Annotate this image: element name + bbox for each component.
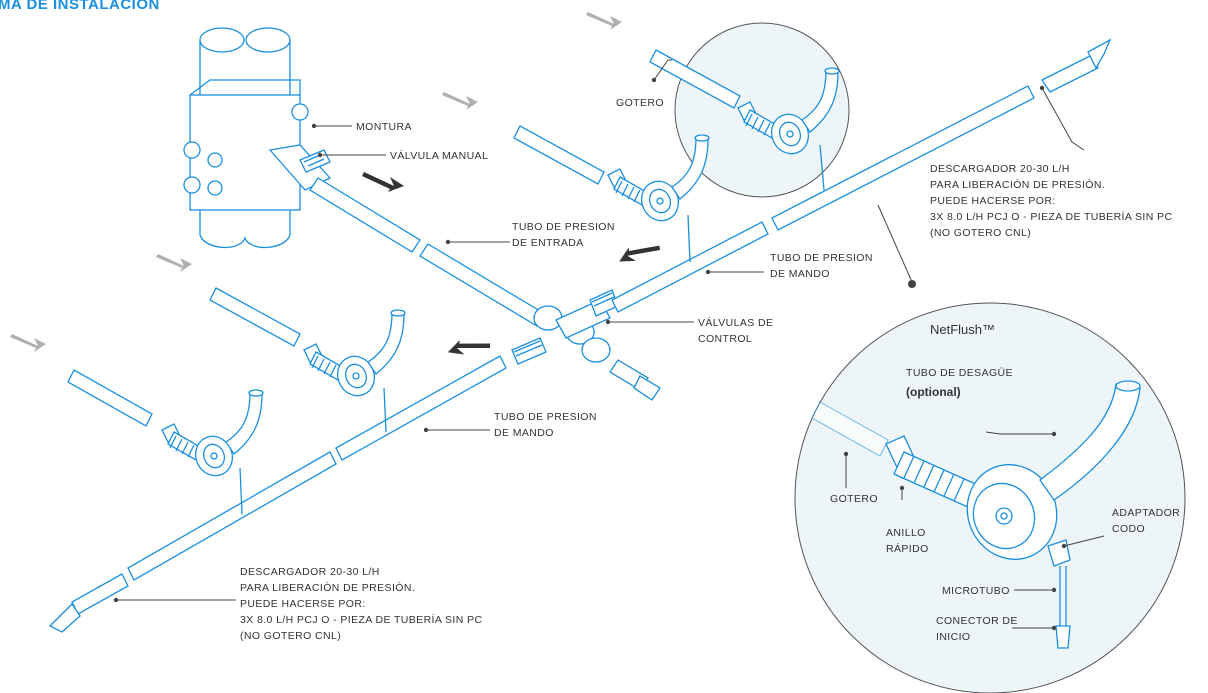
inset-label-anillo-2: RÁPIDO	[886, 542, 929, 555]
zoom-circle	[674, 22, 850, 198]
label-valvula-manual: VÁLVULA MANUAL	[390, 149, 488, 162]
label-montura: MONTURA	[356, 121, 412, 133]
inset-label-tubo-desague: TUBO DE DESAGÜE	[906, 367, 1013, 379]
inset-connector-line	[877, 204, 913, 283]
label-tubo-entrada-1: TUBO DE PRESION	[512, 221, 615, 233]
inset-label-anillo-1: ANILLO	[886, 527, 926, 539]
label-descargador-left: DESCARGADOR 20-30 L/H PARA LIBERACIÓN DE…	[240, 566, 482, 642]
flow-arrow-gray-4	[10, 334, 46, 352]
label-valvulas-control-1: VÁLVULAS DE	[698, 316, 773, 329]
flow-arrow-gray-1	[586, 12, 622, 30]
inset-netflush-unit	[811, 380, 1141, 649]
inset-label-adaptador-2: CODO	[1112, 523, 1145, 535]
svg-text:3X 8.0 L/H PCJ O - PIEZA DE TU: 3X 8.0 L/H PCJ O - PIEZA DE TUBERÍA SIN …	[930, 210, 1172, 223]
label-tubo-mando-upper-1: TUBO DE PRESION	[770, 252, 873, 264]
svg-text:PUEDE HACERSE POR:: PUEDE HACERSE POR:	[930, 195, 1056, 207]
label-tubo-mando-lower-1: TUBO DE PRESION	[494, 411, 597, 423]
svg-text:(NO GOTERO CNL): (NO GOTERO CNL)	[930, 227, 1031, 239]
label-tubo-mando-lower-2: DE MANDO	[494, 427, 554, 439]
inset-label-adaptador-1: ADAPTADOR	[1112, 507, 1180, 519]
label-gotero-top: GOTERO	[616, 97, 664, 109]
inset-title: NetFlush™	[930, 322, 995, 337]
flow-arrow-dark-lower	[445, 329, 492, 365]
inset-label-conector-2: INICIO	[936, 631, 971, 643]
label-tubo-entrada-2: DE ENTRADA	[512, 237, 584, 249]
flow-arrow-dark-inlet	[362, 172, 404, 192]
label-valvulas-control-2: CONTROL	[698, 333, 752, 345]
inset-label-gotero: GOTERO	[830, 493, 878, 505]
inlet-pressure-pipe	[309, 177, 546, 327]
svg-text:3X 8.0 L/H PCJ O - PIEZA DE TU: 3X 8.0 L/H PCJ O - PIEZA DE TUBERÍA SIN …	[240, 613, 482, 626]
svg-text:DESCARGADOR 20-30 L/H: DESCARGADOR 20-30 L/H	[240, 566, 380, 578]
label-tubo-mando-upper-2: DE MANDO	[770, 268, 830, 280]
lateral-4	[67, 369, 264, 515]
svg-text:PARA LIBERACIÓN DE PRESIÓN.: PARA LIBERACIÓN DE PRESIÓN.	[240, 581, 415, 594]
inset-label-microtubo: MICROTUBO	[942, 585, 1010, 597]
inset-label-optional: (optional)	[906, 385, 961, 399]
upper-control-pipe	[611, 38, 1112, 313]
svg-text:PARA LIBERACIÓN DE PRESIÓN.: PARA LIBERACIÓN DE PRESIÓN.	[930, 178, 1105, 191]
flow-arrow-gray-2	[442, 92, 478, 110]
diagram-title: MA DE INSTALACIÓN	[0, 0, 160, 13]
flow-arrow-gray-3	[156, 254, 192, 272]
lateral-top	[649, 49, 840, 191]
inset-connector-dot	[908, 280, 916, 288]
main-vertical-pipe	[183, 27, 309, 249]
inset-label-conector-1: CONECTOR DE	[936, 615, 1018, 627]
svg-text:DESCARGADOR 20-30 L/H: DESCARGADOR 20-30 L/H	[930, 163, 1070, 175]
svg-text:(NO GOTERO CNL): (NO GOTERO CNL)	[240, 630, 341, 642]
lower-control-pipe	[48, 355, 507, 633]
control-valves-assembly	[511, 289, 661, 401]
label-descargador-right: DESCARGADOR 20-30 L/H PARA LIBERACIÓN DE…	[930, 163, 1172, 239]
lateral-2	[513, 125, 710, 263]
svg-text:PUEDE HACERSE POR:: PUEDE HACERSE POR:	[240, 598, 366, 610]
flow-arrow-dark-upper	[615, 232, 662, 273]
lateral-3	[209, 287, 406, 433]
